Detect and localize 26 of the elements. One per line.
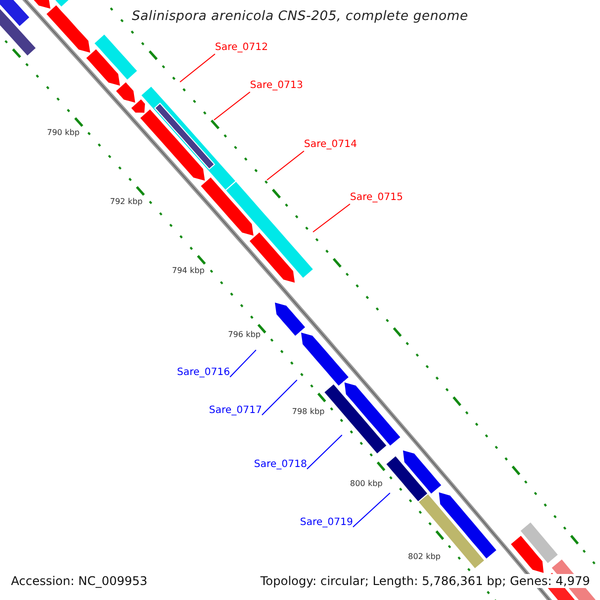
leader-line [306,434,342,470]
scale-label: 790 kbp [47,128,80,138]
gene-label: Sare_0716 [177,366,230,379]
gene-label: Sare_0715 [350,191,403,204]
leader-line [230,350,256,378]
gene-label: Sare_0714 [304,138,357,151]
map-title: Salinispora arenicola CNS-205, complete genome [130,9,470,24]
scale-label: 792 kbp [110,197,143,207]
scale-label: 800 kbp [350,479,383,489]
genome-stats: Topology: circular; Length: 5,786,361 bp; Genes: 4,979 [258,574,592,588]
leader-line [262,380,298,416]
gene-label: Sare_0719 [300,516,353,529]
leader-line [266,150,304,180]
gene-label: Sare_0717 [209,404,262,417]
scale-label: 802 kbp [408,552,441,562]
gene-label: Sare_0713 [250,79,303,92]
gene-label: Sare_0718 [254,458,307,471]
scale-label: 798 kbp [292,407,325,417]
scale-label: 794 kbp [172,266,205,276]
leader-line [214,92,250,120]
leader-line [312,204,350,232]
accession-number: Accession: NC_009953 [9,574,150,588]
gene-label: Sare_0712 [215,41,268,54]
leader-line [352,492,390,528]
scale-label: 796 kbp [228,330,261,340]
leader-line [180,54,216,82]
